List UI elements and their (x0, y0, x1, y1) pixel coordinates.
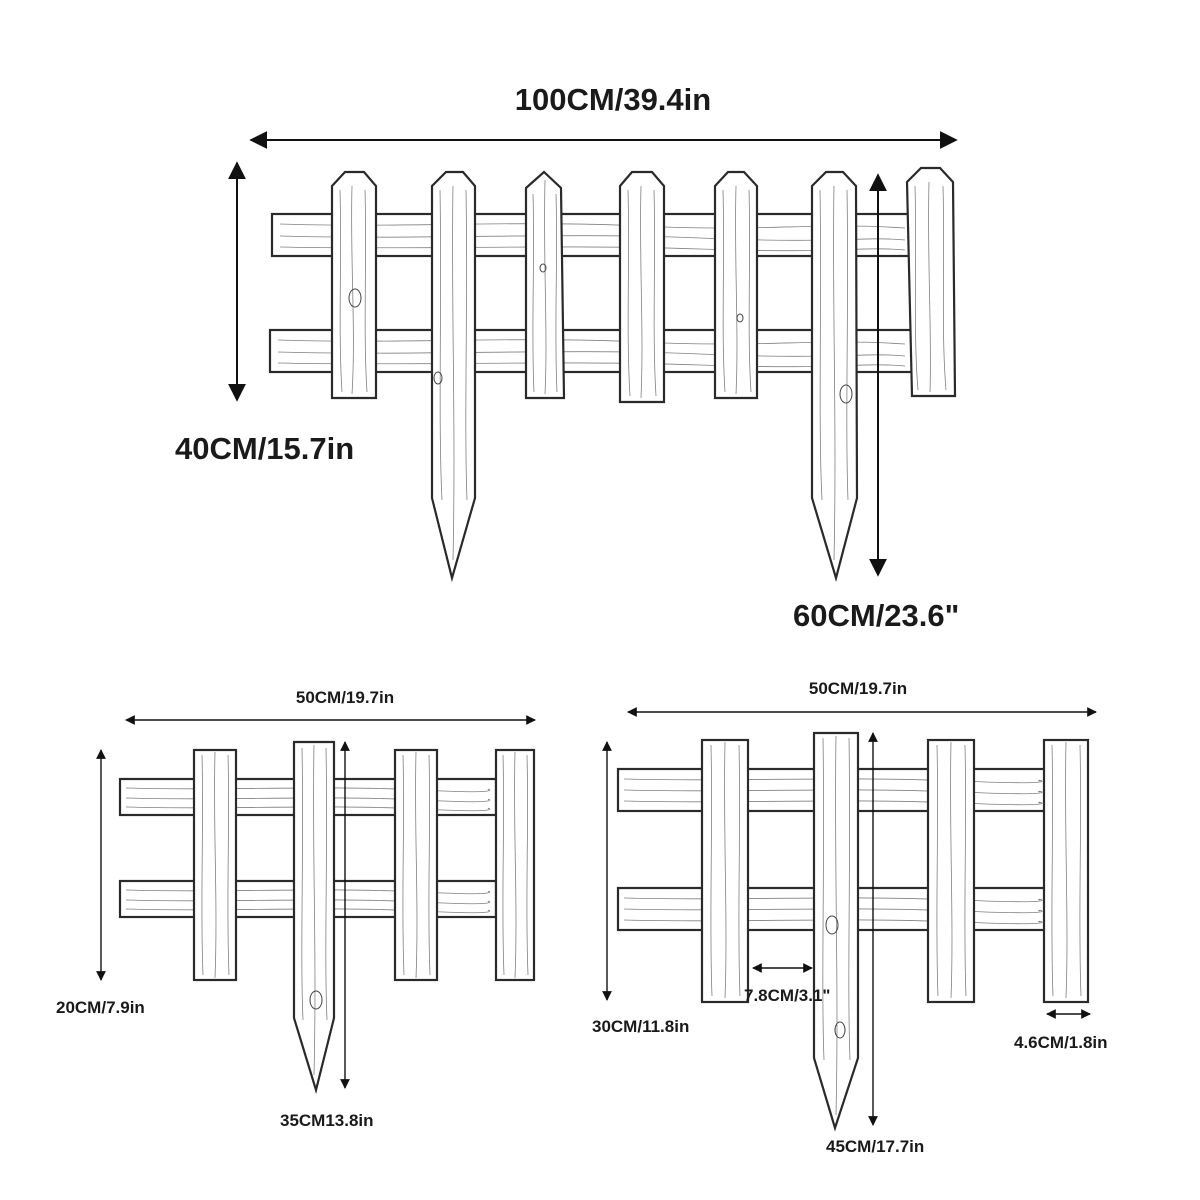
small-left-width-label: 50CM/19.7in (296, 688, 394, 707)
large-fence-height-label: 40CM/15.7in (175, 431, 354, 466)
small-left-picket (494, 748, 536, 982)
large-fence: 100CM/39.4in 40CM/15.7in 60CM/23.6" (175, 82, 959, 633)
small-right-picket (1042, 738, 1090, 1004)
small-fence-right: 50CM/19.7in 30CM/11.8in 7.8CM/3.1" 4.6CM… (592, 679, 1108, 1156)
small-right-gap-label: 7.8CM/3.1" (744, 986, 831, 1005)
small-left-height-label: 20CM/7.9in (56, 998, 145, 1017)
large-fence-stake (430, 170, 477, 583)
small-right-height-label: 30CM/11.8in (592, 1017, 689, 1036)
small-right-stake (812, 731, 860, 1132)
small-right-stake-label: 45CM/17.7in (826, 1137, 924, 1156)
large-fence-width-label: 100CM/39.4in (515, 82, 711, 117)
small-fence-left: 50CM/19.7in 20CM/7.9in 35CM13.8in (56, 688, 536, 1130)
small-left-stake (292, 740, 336, 1095)
small-right-picket (700, 738, 750, 1004)
small-right-picket-width-label: 4.6CM/1.8in (1014, 1033, 1108, 1052)
small-left-picket (393, 748, 439, 982)
large-fence-picket (330, 170, 378, 400)
small-right-width-label: 50CM/19.7in (809, 679, 907, 698)
small-right-picket (926, 738, 976, 1004)
large-fence-picket (905, 166, 957, 398)
large-fence-picket (618, 170, 666, 404)
large-fence-stake-label: 60CM/23.6" (793, 598, 959, 633)
large-fence-picket (713, 170, 759, 400)
large-fence-stake (810, 170, 859, 583)
small-left-picket (192, 748, 238, 982)
large-fence-picket (524, 170, 566, 400)
small-left-stake-label: 35CM13.8in (280, 1111, 374, 1130)
